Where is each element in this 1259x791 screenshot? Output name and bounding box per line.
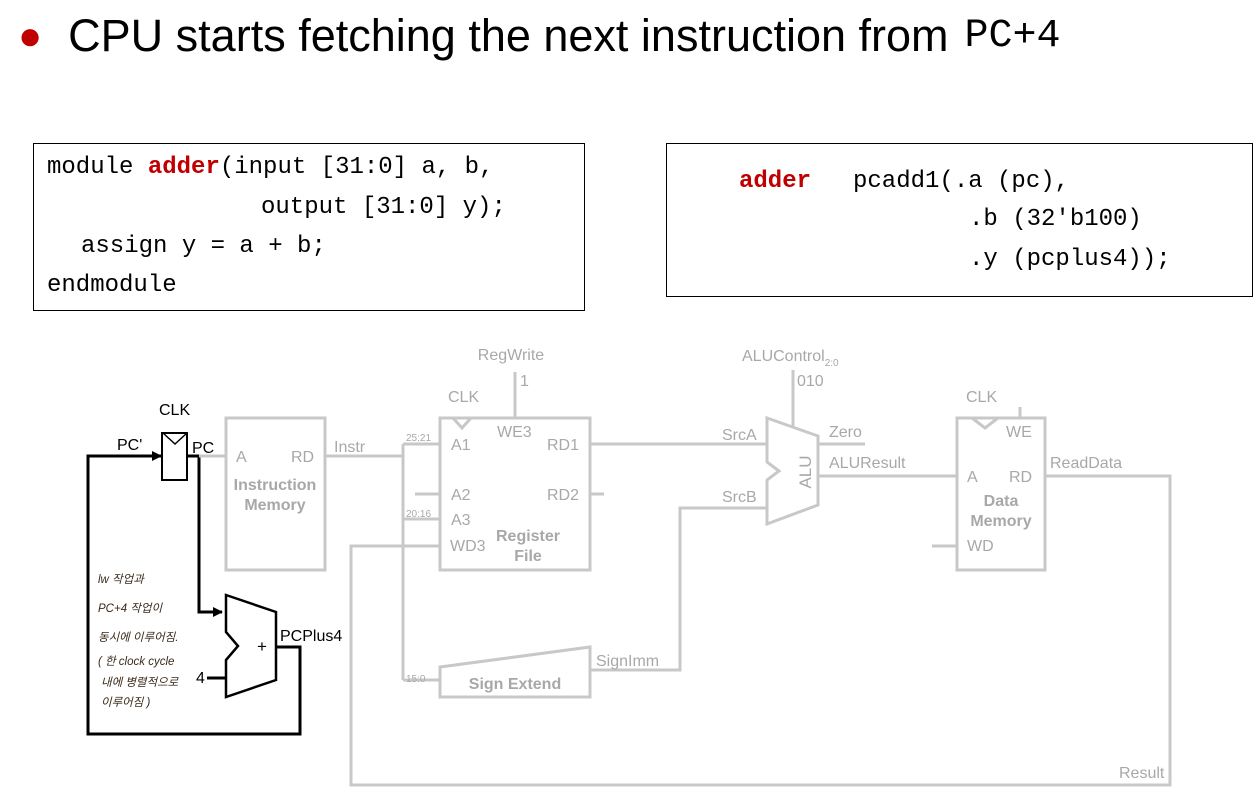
code-line-4: endmodule [47, 272, 177, 299]
regwrite-label: RegWrite [478, 347, 544, 364]
instance-keyword: adder [739, 168, 812, 195]
adder-plus-label: + [257, 637, 267, 656]
data-memory-box [955, 416, 1047, 572]
instruction-memory-box [224, 416, 327, 572]
dm-rd-label: RD [1009, 469, 1032, 486]
alu-shape [765, 415, 820, 527]
dm-a-label: A [967, 469, 978, 486]
note-line-6: 이루어짐 ) [101, 696, 151, 709]
note-line-5: 내에 병렬적으로 [101, 676, 180, 689]
rf-rd1-label: RD1 [547, 437, 579, 454]
srca-label: SrcA [722, 427, 757, 444]
bits-25-21-label: 25:21 [406, 433, 431, 444]
dm-title-1: Data [984, 493, 1019, 510]
active-datapath [86, 432, 302, 736]
handwritten-note: lw 작업과 PC+4 작업이 동시에 이루어짐. ( 한 clock cycl… [98, 573, 180, 709]
im-title-2: Memory [244, 497, 305, 514]
rf-clk-label: CLK [448, 389, 479, 406]
pc-clock-triangle [162, 432, 188, 446]
dm-we-label: WE [1006, 424, 1032, 441]
title-code: PC+4 [964, 13, 1061, 59]
active-labels: CLK PC' PC + PCPlus4 4 [117, 402, 342, 687]
bits-20-16-label: 20:16 [406, 509, 431, 520]
aluresult-label: ALUResult [829, 455, 906, 472]
note-line-3: 동시에 이루어짐. [98, 631, 178, 644]
alu-label: ALU [796, 455, 815, 488]
pc-label: PC [192, 440, 214, 457]
adder-module-code-box: module adder(input [31:0] a, b, output [… [33, 143, 585, 311]
pcplus4-label: PCPlus4 [280, 628, 342, 645]
adder-instance-code-box: adder pcadd1(.a (pc), .b (32'b100) .y (p… [666, 143, 1253, 297]
im-rd-label: RD [291, 449, 314, 466]
sign-extend-label: Sign Extend [469, 676, 561, 693]
instr-label: Instr [334, 439, 366, 456]
pc-adder [224, 593, 278, 699]
code-line-2: output [31:0] y); [261, 194, 506, 221]
zero-label: Zero [829, 424, 862, 441]
regwrite-value: 1 [520, 373, 529, 390]
rf-a3-label: A3 [451, 512, 471, 529]
code-line-1: module adder(input [31:0] a, b, [47, 154, 494, 181]
dm-clk-label: CLK [966, 389, 997, 406]
rf-a2-label: A2 [451, 487, 471, 504]
alucontrol-label: ALUControl2:0 [742, 348, 839, 369]
readdata-label: ReadData [1050, 455, 1122, 472]
inactive-datapath [224, 370, 1172, 787]
rf-title-2: File [514, 548, 542, 565]
rf-title-1: Register [496, 528, 560, 545]
alucontrol-value: 010 [797, 373, 824, 390]
rf-we3-label: WE3 [497, 424, 532, 441]
result-label: Result [1119, 765, 1165, 782]
dm-title-2: Memory [970, 513, 1031, 530]
note-line-1: lw 작업과 [98, 573, 145, 586]
instance-line-3: .y (pcplus4)); [969, 246, 1171, 273]
slide-title: ● CPU starts fetching the next instructi… [18, 6, 1061, 66]
im-title-1: Instruction [234, 477, 317, 494]
dm-wd-label: WD [967, 538, 994, 555]
rf-wd3-label: WD3 [450, 538, 486, 555]
instance-line-2: .b (32'b100) [969, 206, 1142, 233]
inactive-labels: A RD Instruction Memory Instr RegWrite 1… [234, 347, 1165, 782]
instance-line-1: pcadd1(.a (pc), [853, 168, 1070, 195]
srcb-label: SrcB [722, 489, 757, 506]
bullet-dot: ● [18, 13, 43, 58]
code-line-3: assign y = a + b; [81, 233, 326, 260]
bits-15-0-label: 15:0 [406, 674, 426, 685]
rf-a1-label: A1 [451, 437, 471, 454]
note-line-2: PC+4 작업이 [98, 602, 163, 615]
im-a-label: A [236, 449, 247, 466]
rf-rd2-label: RD2 [547, 487, 579, 504]
pc-clk-label: CLK [159, 402, 190, 419]
sign-extend-shape [438, 645, 592, 699]
pc-prime-label: PC' [117, 437, 142, 454]
four-label: 4 [196, 670, 205, 687]
note-line-4: ( 한 clock cycle [98, 655, 174, 668]
title-text: CPU starts fetching the next instruction… [68, 10, 949, 61]
signimm-label: SignImm [596, 653, 659, 670]
pc-register [161, 432, 188, 481]
